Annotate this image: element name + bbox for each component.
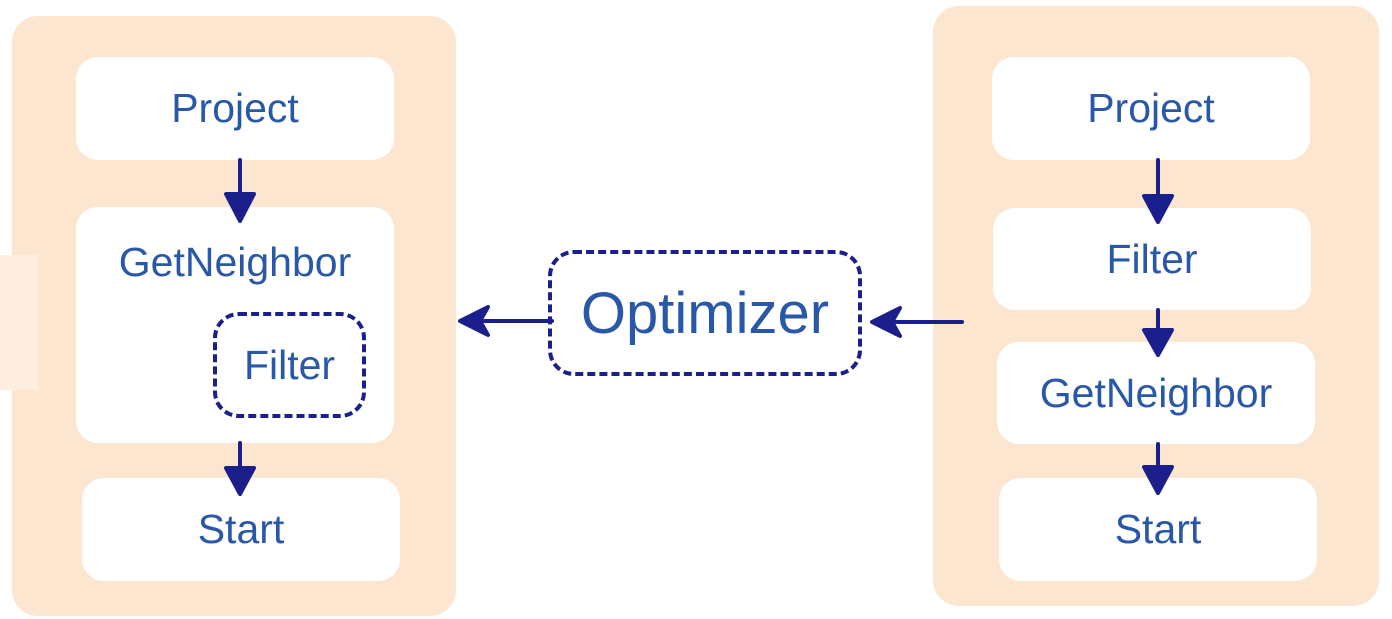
right-project-node: Project — [992, 57, 1310, 160]
right-get-neighbor-node: GetNeighbor — [997, 342, 1315, 444]
right-filter-node: Filter — [993, 208, 1311, 310]
optimizer-box: Optimizer — [548, 250, 862, 376]
left-arrow-project-to-getneighbor — [224, 158, 256, 223]
right-arrow-project-to-filter — [1142, 158, 1174, 224]
right-arrow-getneighbor-to-start — [1142, 442, 1174, 495]
left-start-label: Start — [197, 506, 285, 552]
left-filter-pushed-down: Filter — [213, 312, 366, 418]
right-start-label: Start — [1114, 506, 1202, 552]
left-project-label: Project — [171, 85, 299, 131]
right-project-label: Project — [1087, 85, 1215, 131]
left-get-neighbor-label: GetNeighbor — [118, 239, 352, 285]
right-arrow-filter-to-getneighbor — [1142, 308, 1174, 357]
right-filter-label: Filter — [1106, 235, 1198, 282]
left-filter-label: Filter — [243, 341, 336, 388]
arrow-optimizer-to-left — [458, 305, 554, 337]
right-get-neighbor-label: GetNeighbor — [1039, 369, 1273, 416]
left-project-node: Project — [76, 57, 394, 160]
panel-edge-mark — [0, 255, 38, 390]
optimizer-label: Optimizer — [580, 280, 830, 346]
right-start-node: Start — [999, 478, 1317, 581]
arrow-right-to-optimizer — [870, 306, 964, 338]
left-arrow-getneighbor-to-start — [224, 441, 256, 496]
